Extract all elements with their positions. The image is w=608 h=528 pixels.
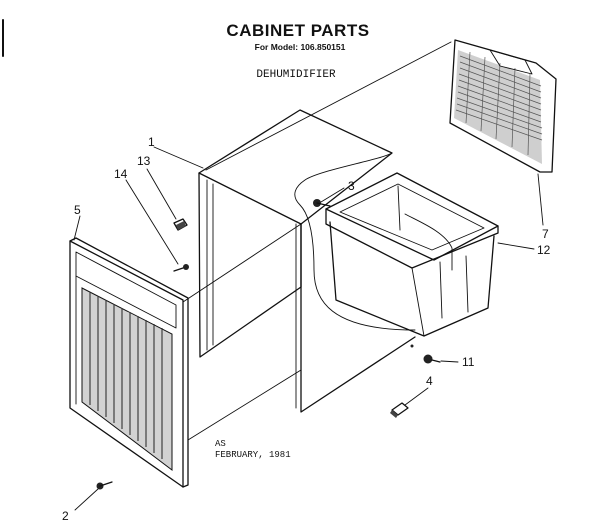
front-screw bbox=[96, 481, 113, 490]
grille-leader-bottom bbox=[187, 369, 302, 441]
cabinet-wrapper bbox=[198, 109, 416, 413]
callout-14: 14 bbox=[114, 167, 128, 181]
bucket-rim-screw bbox=[410, 344, 414, 348]
callout-2: 2 bbox=[62, 509, 69, 523]
filter-leader bbox=[205, 41, 452, 171]
bucket-leader bbox=[294, 152, 416, 331]
callout-leaders bbox=[73, 146, 544, 511]
screw-14 bbox=[173, 264, 189, 272]
water-bucket bbox=[325, 172, 499, 337]
screw-11 bbox=[423, 354, 441, 364]
diagram-title: CABINET PARTS bbox=[226, 21, 369, 40]
footer-date: FEBRUARY, 1981 bbox=[215, 450, 291, 460]
model-line: For Model: 106.850151 bbox=[255, 42, 346, 52]
callout-5: 5 bbox=[74, 203, 81, 217]
filter-panel bbox=[449, 39, 557, 173]
bucket-screw bbox=[313, 199, 331, 207]
clip-part bbox=[173, 218, 188, 231]
footer-code: AS bbox=[215, 439, 226, 449]
front-grille bbox=[69, 237, 189, 488]
product-name: DEHUMIDIFIER bbox=[256, 69, 336, 81]
callout-1: 1 bbox=[148, 135, 155, 149]
callout-4: 4 bbox=[426, 374, 433, 388]
callout-labels: 1 2 3 4 5 7 11 12 13 14 bbox=[62, 135, 551, 523]
callout-13: 13 bbox=[137, 154, 151, 168]
grille-leader-top bbox=[182, 223, 302, 303]
plug-part bbox=[390, 402, 409, 418]
callout-11: 11 bbox=[462, 355, 475, 369]
callout-3: 3 bbox=[348, 179, 355, 193]
callout-12: 12 bbox=[537, 243, 551, 257]
callout-7: 7 bbox=[542, 227, 549, 241]
